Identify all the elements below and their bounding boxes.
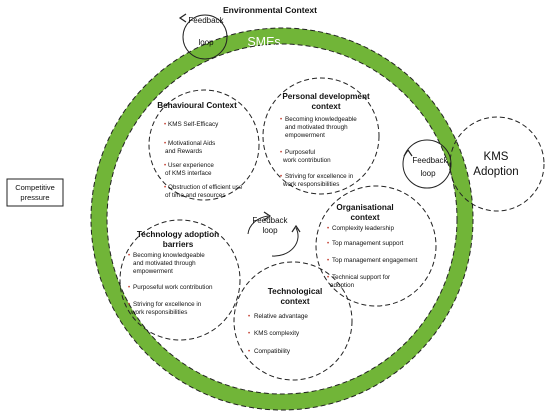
svg-text:•: • <box>128 302 130 308</box>
competitive-pressure-line2: pressure <box>20 193 49 202</box>
kms-adoption-line1: KMS <box>484 151 509 163</box>
technology-barriers-item: Purposeful work contribution <box>133 284 213 291</box>
feedback-loop-right-line2: loop <box>420 169 436 178</box>
svg-text:•: • <box>164 163 166 169</box>
personal-development-circle <box>262 77 380 195</box>
organisational-circle <box>315 185 437 307</box>
technological-item: KMS complexity <box>254 330 300 337</box>
behavioural-context: Behavioural Context • KMS Self-Efficacy … <box>148 89 260 201</box>
feedback-loop-top-line1: Feedback <box>188 16 224 25</box>
svg-text:•: • <box>248 349 250 355</box>
feedback-arrow-icon <box>291 224 301 233</box>
competitive-pressure: Competitive pressure <box>6 178 64 207</box>
technology-barriers-circle <box>119 219 241 341</box>
feedback-loop-center: Feedback loop <box>247 211 301 257</box>
behavioural-item: KMS Self-Efficacy <box>168 121 219 128</box>
technological-circle <box>233 261 353 381</box>
behavioural-title-line: Behavioural Context <box>157 101 237 110</box>
feedback-loop-right: Feedback loop <box>402 139 452 189</box>
behavioural-circle <box>148 89 260 201</box>
feedback-loop-right-circle <box>402 139 452 189</box>
svg-text:•: • <box>280 150 282 156</box>
svg-text:•: • <box>248 331 250 337</box>
svg-text:•: • <box>128 285 130 291</box>
feedback-loop-center-line1: Feedback <box>252 216 288 225</box>
competitive-pressure-box <box>6 178 64 207</box>
svg-text:•: • <box>327 258 329 264</box>
organisational-item: Top management engagement <box>332 257 418 264</box>
kms-adoption: KMS Adoption <box>449 116 545 212</box>
feedback-loop-center-arc-left <box>247 215 269 235</box>
kms-adoption-line2: Adoption <box>473 166 518 178</box>
technological-item: Relative advantage <box>254 313 308 320</box>
kms-adoption-circle <box>449 116 545 212</box>
organisational-item: Complexity leadership <box>332 225 394 232</box>
feedback-loop-top-line2: loop <box>198 38 214 47</box>
feedback-arrow-icon <box>178 13 187 23</box>
smes-ring <box>91 28 473 410</box>
feedback-arrow-icon <box>263 211 272 221</box>
organisational-item: Top management support <box>332 240 404 247</box>
environmental-context-label: Environmental Context <box>223 5 317 15</box>
svg-text:•: • <box>327 275 329 281</box>
feedback-loop-right-line1: Feedback <box>412 156 448 165</box>
svg-text:•: • <box>164 185 166 191</box>
feedback-arrow-icon <box>403 148 413 157</box>
svg-text:•: • <box>280 117 282 123</box>
svg-text:•: • <box>327 226 329 232</box>
feedback-loop-center-arc-right <box>271 227 299 257</box>
feedback-loop-top-circle <box>182 14 228 60</box>
technological-item: Compatibility <box>254 348 291 355</box>
feedback-loop-center-line2: loop <box>262 226 278 235</box>
svg-text:•: • <box>327 241 329 247</box>
feedback-loop-top: Feedback loop <box>178 13 228 60</box>
behavioural-title: Behavioural Context <box>157 101 237 110</box>
smes-label: SMEs <box>247 35 280 49</box>
svg-text:•: • <box>280 174 282 180</box>
svg-text:•: • <box>128 253 130 259</box>
svg-text:•: • <box>248 314 250 320</box>
svg-text:•: • <box>164 141 166 147</box>
svg-text:•: • <box>164 122 166 128</box>
smes-ring-outer-edge <box>90 27 474 411</box>
smes-ring-inner-edge <box>106 43 458 395</box>
competitive-pressure-line1: Competitive <box>15 183 55 192</box>
